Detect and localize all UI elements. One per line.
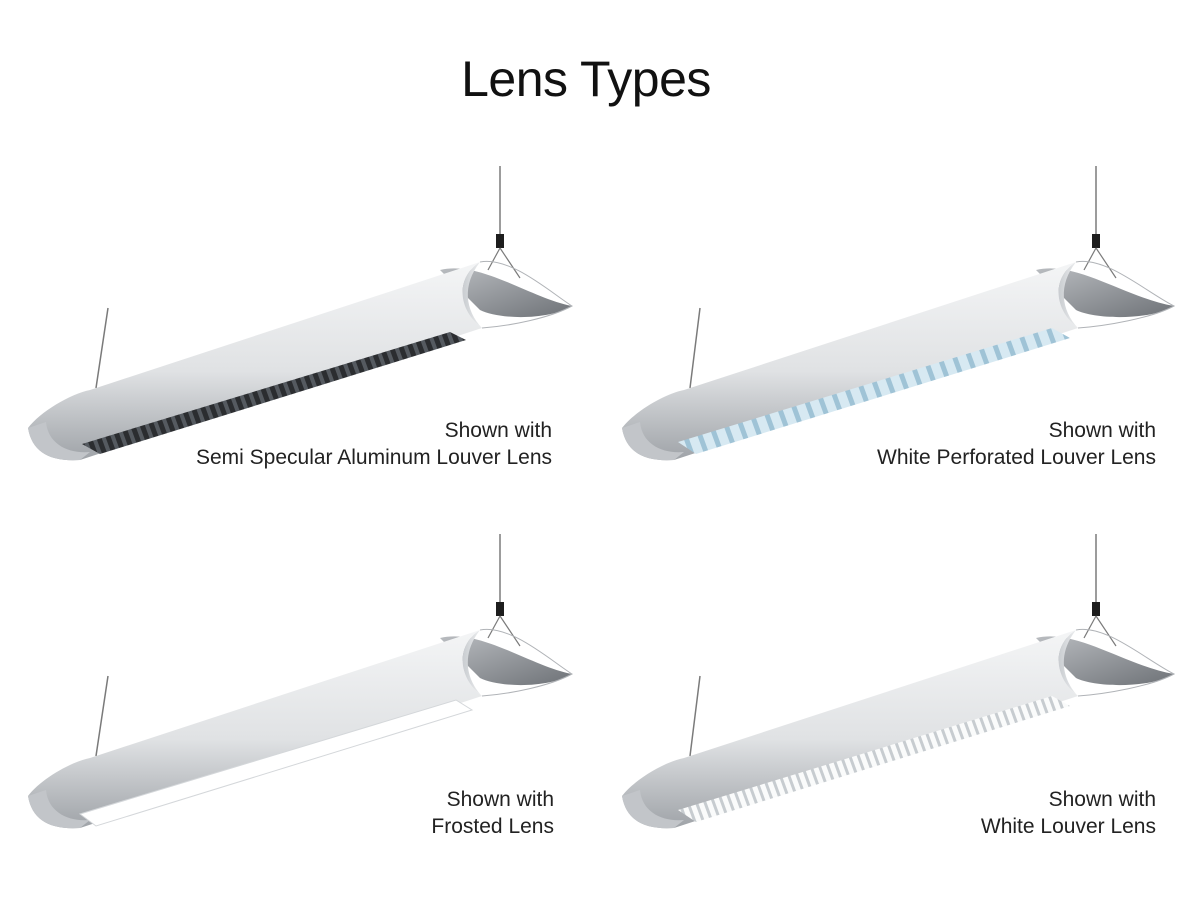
caption-line-2: Semi Specular Aluminum Louver Lens: [195, 446, 552, 469]
caption-line-1: Shown with: [1048, 788, 1156, 811]
cable-gripper-icon: [496, 234, 504, 248]
cable-gripper-icon: [1092, 602, 1100, 616]
fixture-caption: Shown with White Perforated Louver Lens: [877, 417, 1156, 471]
housing-body-icon: [622, 630, 1078, 829]
light-fixture-image: [28, 166, 573, 461]
caption-line-1: Shown with: [444, 419, 552, 442]
caption-line-2: White Perforated Louver Lens: [877, 446, 1156, 469]
housing-body-icon: [28, 262, 482, 461]
fixture-caption: Shown with Semi Specular Aluminum Louver…: [196, 417, 552, 471]
semi-specular-aluminum-louver-lens-icon: [82, 332, 466, 454]
fixture-caption: Shown with White Louver Lens: [981, 786, 1156, 840]
housing-body-icon: [28, 630, 482, 829]
fixture-panel-frosted: Shown with Frosted Lens: [10, 528, 610, 908]
fixture-panel-white-perforated: Shown with White Perforated Louver Lens: [612, 160, 1200, 540]
white-perforated-louver-lens-icon: [678, 328, 1070, 454]
suspension-cable-icon: [689, 675, 701, 757]
frosted-lens-icon: [78, 699, 474, 827]
end-cap-icon: [28, 422, 90, 461]
inner-reflector-icon: [1036, 636, 1174, 686]
caption-line-2: White Louver Lens: [980, 815, 1156, 838]
suspension-cable-icon: [689, 307, 701, 389]
caption-line-1: Shown with: [1048, 419, 1156, 442]
light-fixture-image: [622, 534, 1176, 829]
inner-reflector-icon: [440, 268, 572, 318]
end-cap-icon: [28, 790, 90, 829]
suspension-cable-icon: [95, 675, 109, 757]
end-cap-icon: [622, 422, 684, 461]
caption-line-2: Frosted Lens: [431, 815, 554, 838]
page-title: Lens Types: [461, 51, 711, 107]
cable-gripper-icon: [1092, 234, 1100, 248]
fixture-panel-white-louver: Shown with White Louver Lens: [612, 528, 1200, 908]
suspension-cable-icon: [95, 307, 109, 389]
white-louver-lens-icon: [678, 696, 1070, 822]
housing-body-icon: [622, 262, 1078, 461]
caption-line-1: Shown with: [446, 788, 554, 811]
cable-gripper-icon: [496, 602, 504, 616]
fixture-panel-semi-specular: Shown with Semi Specular Aluminum Louver…: [10, 160, 610, 540]
inner-reflector-icon: [440, 636, 572, 686]
light-fixture-image: [622, 166, 1176, 461]
end-cap-icon: [622, 790, 684, 829]
fixture-caption: Shown with Frosted Lens: [431, 786, 554, 840]
inner-reflector-icon: [1036, 268, 1174, 318]
light-fixture-image: [28, 534, 573, 829]
